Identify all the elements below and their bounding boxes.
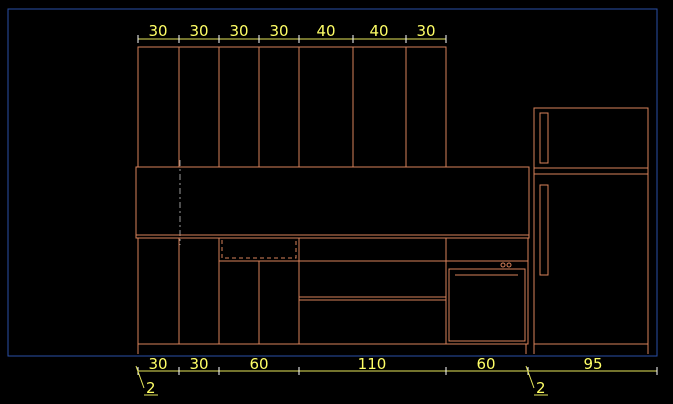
section-marker-leader (525, 365, 535, 389)
refrigerator (533, 107, 649, 354)
upper-cabinet-block (137, 46, 447, 168)
knob-icon (500, 262, 506, 268)
top-dimension-label: 40 (316, 22, 335, 40)
bottom-dimension-label: 60 (476, 355, 495, 373)
upper-cabinets (137, 46, 447, 168)
fridge-body (533, 107, 649, 345)
top-dimension-chain: 30 30 30 30 40 40 30 (137, 22, 447, 43)
fridge-handle-top (539, 112, 549, 164)
base-cabinet-block (137, 237, 529, 345)
backsplash-panel (135, 166, 530, 236)
bottom-dimension-chain: 30 30 60 110 60 95 (137, 355, 658, 375)
section-marker-label: 2 (146, 379, 156, 397)
oven-door (448, 268, 526, 342)
top-dimension-label: 30 (189, 22, 208, 40)
bottom-dimension-label: 95 (583, 355, 602, 373)
bottom-dimension-label: 30 (189, 355, 208, 373)
section-marker-leader (135, 365, 145, 389)
drawing-frame (7, 8, 658, 357)
base-cabinets (137, 237, 529, 354)
top-dimension-label: 30 (148, 22, 167, 40)
bottom-dimension-label: 110 (358, 355, 387, 373)
bottom-dimension-label: 60 (249, 355, 268, 373)
knob-icon (506, 262, 512, 268)
sink-outline (221, 237, 297, 259)
section-marker-left: 2 (135, 365, 158, 397)
bottom-dimension-label: 30 (148, 355, 167, 373)
top-dimension-label: 30 (229, 22, 248, 40)
section-marker-label: 2 (536, 379, 546, 397)
top-dimension-label: 30 (416, 22, 435, 40)
fridge-handle-bottom (539, 184, 549, 276)
top-dimension-label: 40 (369, 22, 388, 40)
section-marker-right: 2 (525, 365, 548, 397)
top-dimension-label: 30 (269, 22, 288, 40)
